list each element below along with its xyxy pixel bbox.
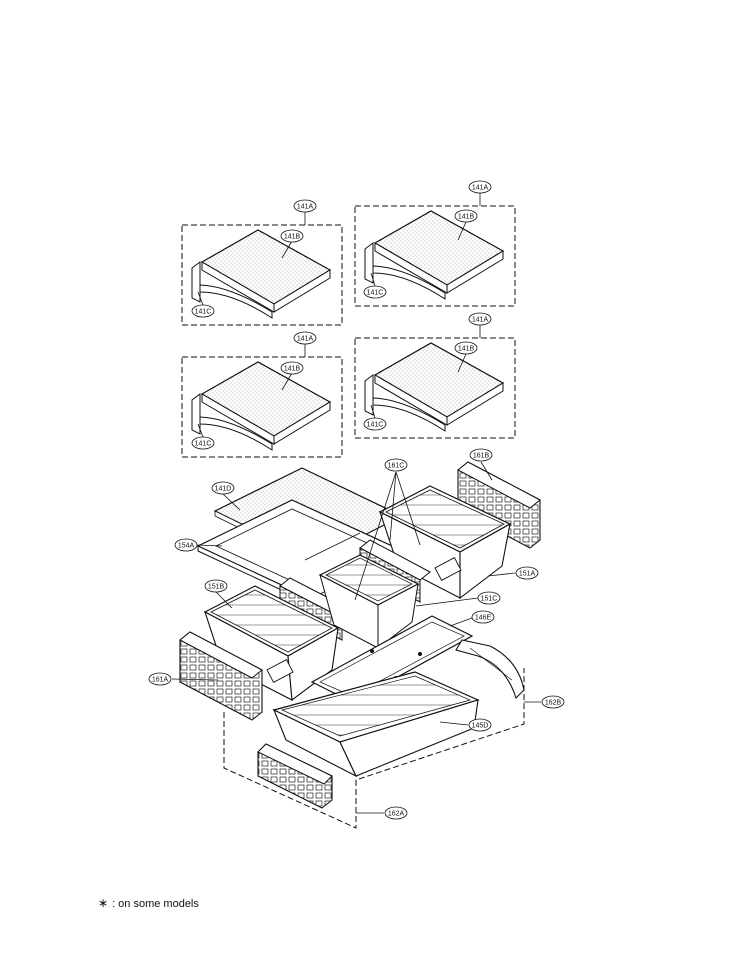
shelf-assembly-2 xyxy=(354,193,516,307)
svg-text:141A: 141A xyxy=(472,185,489,192)
callout-141A-1: 141A xyxy=(293,199,317,213)
shelf-group-box-1 xyxy=(181,224,343,326)
asterisk-icon: ∗ xyxy=(98,896,109,910)
svg-text:141A: 141A xyxy=(297,336,314,343)
callout-151C: 151C xyxy=(477,591,501,605)
svg-text:161B: 161B xyxy=(473,453,490,460)
callout-141D: 141D xyxy=(211,481,235,495)
crisper-assembly xyxy=(179,461,541,829)
shelf-assembly-1 xyxy=(181,212,343,326)
svg-text:162B: 162B xyxy=(545,700,562,707)
glass-shelf-3 xyxy=(191,361,332,451)
svg-text:146E: 146E xyxy=(475,615,492,622)
callout-141C-2: 141C xyxy=(363,285,387,299)
right-crisper-drawer xyxy=(378,485,512,600)
shelf-group-box-4 xyxy=(354,337,516,439)
callout-141B-4: 141B xyxy=(454,341,478,355)
svg-text:141C: 141C xyxy=(367,422,384,429)
svg-text:151B: 151B xyxy=(208,584,225,591)
callout-145D: 145D xyxy=(468,718,492,732)
shelf-group-box-2 xyxy=(354,205,516,307)
callout-labels: 141A 141B 141C 141A 141B 141C 141A 141B … xyxy=(148,180,565,820)
side-rail xyxy=(455,639,525,700)
svg-text:141B: 141B xyxy=(458,346,475,353)
callout-141C-3: 141C xyxy=(191,436,215,450)
svg-text:161C: 161C xyxy=(388,463,405,470)
left-vent-panel xyxy=(179,631,263,721)
callout-141C-4: 141C xyxy=(363,417,387,431)
svg-text:154A: 154A xyxy=(178,543,195,550)
svg-text:151C: 151C xyxy=(481,596,498,603)
callout-161C: 161C xyxy=(384,458,408,472)
callout-154A: 154A xyxy=(174,538,198,552)
svg-text:141C: 141C xyxy=(367,290,384,297)
callout-141A-2: 141A xyxy=(468,180,492,194)
svg-text:145D: 145D xyxy=(472,723,489,730)
leader-lines xyxy=(171,461,541,814)
shelf-assembly-3 xyxy=(181,344,343,458)
callout-141B-2: 141B xyxy=(454,209,478,223)
svg-text:141C: 141C xyxy=(195,441,212,448)
callout-161A: 161A xyxy=(148,672,172,686)
pantry-drawer xyxy=(272,671,480,778)
shelf-group-box-3 xyxy=(181,356,343,458)
front-vent-panel xyxy=(257,743,333,809)
svg-text:162A: 162A xyxy=(388,811,405,818)
glass-shelf-4 xyxy=(364,342,505,432)
svg-text:141B: 141B xyxy=(284,234,301,241)
svg-text:141B: 141B xyxy=(458,214,475,221)
callout-151B: 151B xyxy=(204,579,228,593)
svg-text:141C: 141C xyxy=(195,309,212,316)
callout-146E: 146E xyxy=(471,610,495,624)
callout-141B-1: 141B xyxy=(280,229,304,243)
glass-shelf-1 xyxy=(191,229,332,319)
svg-text:141D: 141D xyxy=(215,486,232,493)
callout-162B: 162B xyxy=(541,695,565,709)
callout-141A-4: 141A xyxy=(468,312,492,326)
lower-group-outline xyxy=(223,668,525,829)
callout-161B: 161B xyxy=(469,448,493,462)
left-crisper-drawer xyxy=(203,585,340,702)
callout-162A: 162A xyxy=(384,806,408,820)
svg-text:141A: 141A xyxy=(472,317,489,324)
callout-141A-3: 141A xyxy=(293,331,317,345)
glass-shelf-2 xyxy=(364,210,505,300)
callout-141B-3: 141B xyxy=(280,361,304,375)
callout-151A: 151A xyxy=(515,566,539,580)
svg-text:141A: 141A xyxy=(297,204,314,211)
footnote: ∗: on some models xyxy=(98,896,199,910)
center-crisper-drawer xyxy=(318,554,420,650)
shelf-assembly-4 xyxy=(354,325,516,439)
svg-text:151A: 151A xyxy=(519,571,536,578)
svg-text:141B: 141B xyxy=(284,366,301,373)
callout-141C-1: 141C xyxy=(191,304,215,318)
svg-text:161A: 161A xyxy=(152,677,169,684)
footnote-text: : on some models xyxy=(112,898,199,910)
